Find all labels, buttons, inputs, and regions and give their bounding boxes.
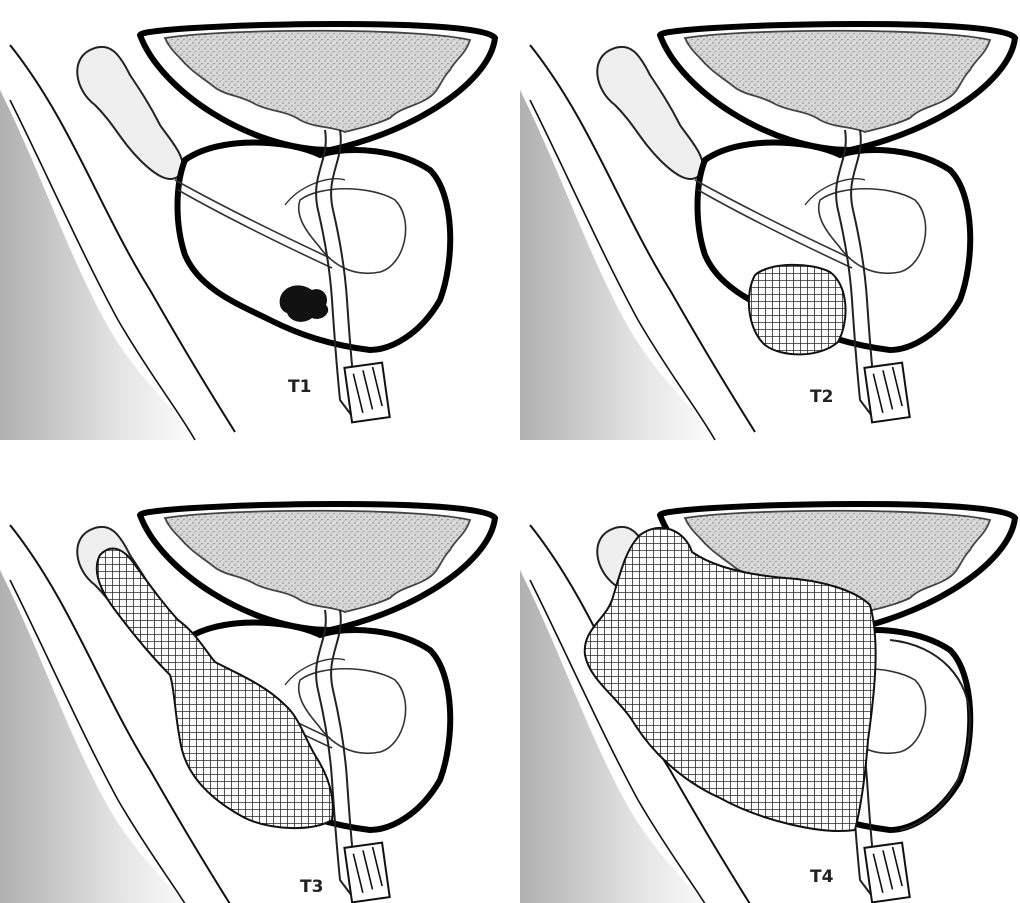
stage-label-t1: T1 [288,377,311,397]
stage-label-t4: T4 [810,867,834,887]
panel-t4: T4 [520,504,1015,903]
stage-label-t2: T2 [810,387,833,407]
stage-label-t3: T3 [300,877,323,897]
panel-t1: T1 [0,24,495,440]
panel-t3: T3 [0,504,495,903]
tumor-t2 [749,265,846,355]
panel-t2: T2 [520,24,1015,440]
